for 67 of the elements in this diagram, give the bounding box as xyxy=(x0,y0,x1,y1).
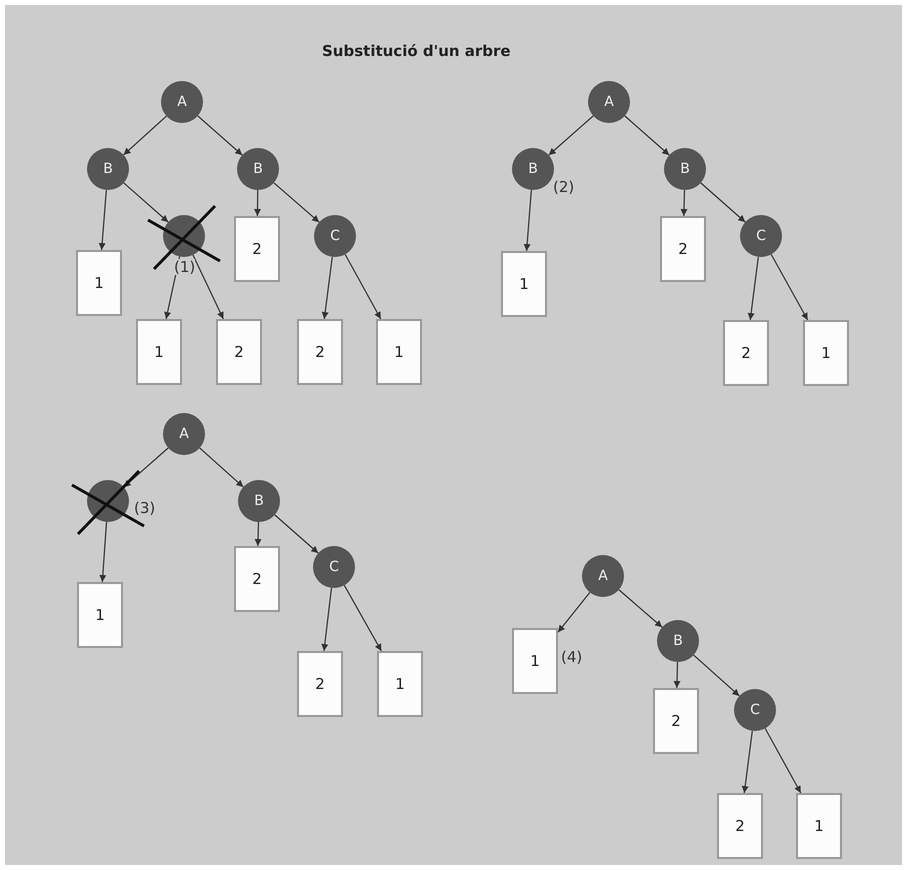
arrow xyxy=(524,190,532,252)
arrow xyxy=(344,254,382,320)
step-number: (1) xyxy=(174,259,196,275)
arrow xyxy=(764,728,802,794)
tree-node-circle: B xyxy=(238,480,280,522)
leaf-box: 1 xyxy=(501,251,547,317)
arrow xyxy=(123,182,169,223)
tree-node-circle: B xyxy=(237,148,279,190)
leaf-box: 1 xyxy=(377,651,423,717)
leaf-box: 1 xyxy=(796,793,842,859)
arrow xyxy=(199,448,244,488)
arrow xyxy=(693,654,740,696)
tree-node-circle: C xyxy=(314,215,356,257)
arrow xyxy=(197,115,243,156)
arrow xyxy=(164,256,180,320)
arrow xyxy=(273,182,320,223)
arrow xyxy=(98,190,107,250)
tree-node-circle: B xyxy=(657,620,699,662)
leaf-box: 2 xyxy=(234,216,280,282)
leaf-box: 1 xyxy=(803,320,849,386)
leaf-box: 2 xyxy=(297,319,343,385)
arrow xyxy=(254,190,261,216)
arrow xyxy=(123,116,167,156)
arrow xyxy=(123,447,169,488)
leaf-box: 2 xyxy=(216,319,262,385)
arrow xyxy=(700,182,746,223)
leaf-box: 2 xyxy=(723,320,769,386)
arrow xyxy=(548,115,594,156)
arrow xyxy=(344,585,382,652)
leaf-box: 2 xyxy=(653,688,699,754)
arrow xyxy=(624,115,670,156)
arrow xyxy=(558,592,590,633)
arrow xyxy=(674,662,680,688)
tree-node-circle: C xyxy=(740,215,782,257)
arrow xyxy=(274,514,319,554)
leaf-box: 1 xyxy=(76,250,122,316)
tree-node-circle: B xyxy=(664,148,706,190)
arrow xyxy=(322,256,333,320)
arrow xyxy=(192,254,224,320)
tree-node-circle: C xyxy=(313,546,355,588)
arrow xyxy=(770,254,808,320)
arrow xyxy=(99,522,108,582)
leaf-box: 1 xyxy=(376,319,422,385)
tree-node-circle: A xyxy=(582,555,624,597)
tree-node-circle: A xyxy=(588,81,630,123)
tree-node-circle: A xyxy=(161,81,203,123)
tree-node-circle: B xyxy=(87,148,129,190)
leaf-box: 2 xyxy=(717,793,763,859)
leaf-box: 2 xyxy=(660,216,706,282)
arrow xyxy=(680,190,688,216)
leaf-box: 2 xyxy=(297,651,343,717)
step-number: (3) xyxy=(134,500,156,516)
leaf-box: 2 xyxy=(234,546,280,612)
arrow xyxy=(748,256,759,320)
diagram-title: Substitució d'un arbre xyxy=(322,42,511,60)
step-number: (2) xyxy=(553,179,574,195)
leaf-box: 1 xyxy=(136,319,182,385)
arrow xyxy=(742,730,753,794)
tree-node-circle: A xyxy=(163,413,205,455)
leaf-box: 1 xyxy=(77,582,123,648)
arrow xyxy=(254,522,262,546)
tree-node-circle: C xyxy=(734,689,776,731)
arrow xyxy=(618,589,663,628)
arrow xyxy=(321,588,332,652)
tree-node-circle: B xyxy=(512,148,554,190)
step-number: (4) xyxy=(561,649,582,665)
leaf-box: 1 xyxy=(512,628,558,694)
